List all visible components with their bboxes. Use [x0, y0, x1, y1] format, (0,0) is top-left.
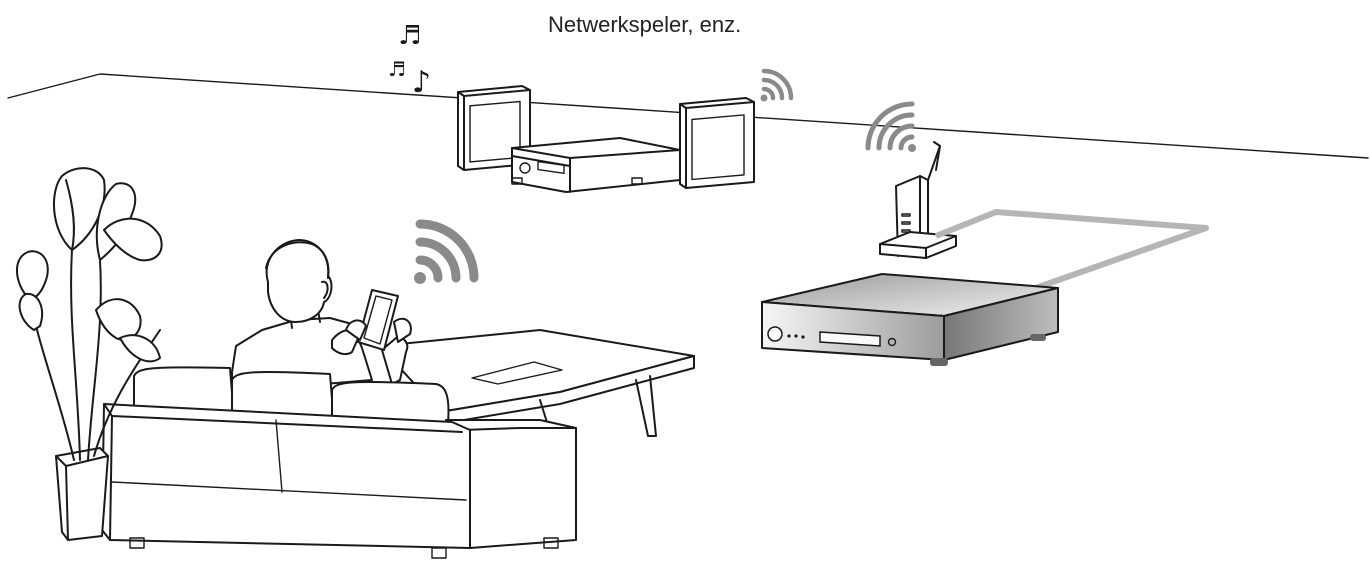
music-notes-icon: ♬ ♬ ♪ [388, 21, 431, 100]
sofa [101, 366, 577, 559]
svg-text:♬: ♬ [398, 21, 421, 51]
svg-text:♬: ♬ [388, 57, 406, 81]
person [231, 239, 412, 387]
network-cable [934, 209, 1209, 293]
network-player [761, 273, 1059, 366]
potted-plant [15, 167, 163, 541]
wireless-router [879, 141, 957, 259]
wifi-icon [865, 101, 916, 152]
caption-network-player: Netwerkspeler, enz. [548, 12, 742, 37]
svg-text:♪: ♪ [412, 65, 431, 100]
stereo-system [457, 85, 755, 193]
wifi-icon [760, 68, 794, 102]
wifi-icon [414, 219, 479, 284]
wall-line [7, 73, 1369, 159]
